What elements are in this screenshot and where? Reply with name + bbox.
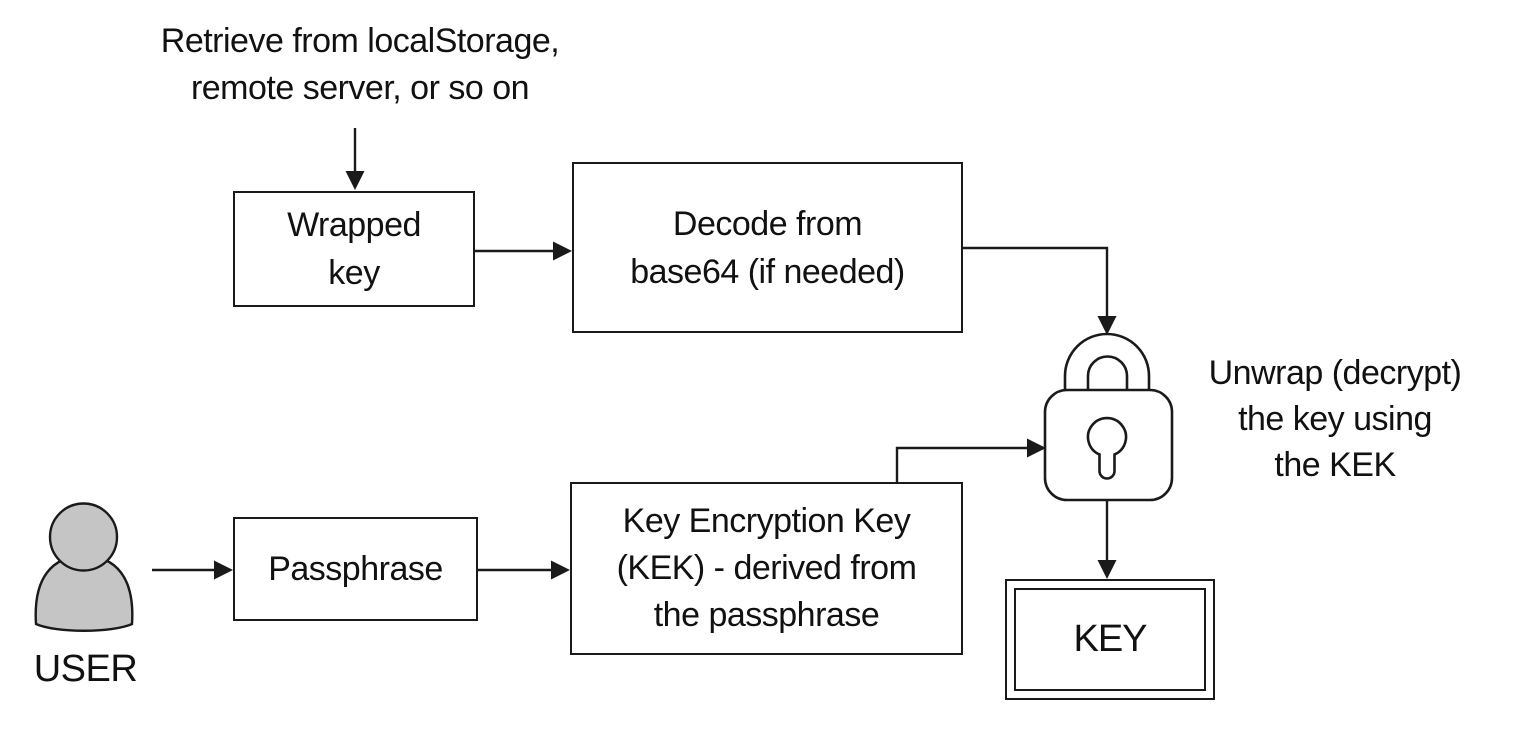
kek-box: Key Encryption Key (KEK) - derived from … — [570, 482, 963, 655]
lock-keyhole — [1086, 416, 1128, 480]
person-icon — [34, 502, 134, 632]
lock-shackle-outer — [1063, 332, 1151, 392]
connector-decode-to-lock — [963, 246, 1109, 318]
passphrase-box: Passphrase — [233, 517, 478, 621]
key-result-box: KEY — [1005, 579, 1215, 700]
user-label: USER — [33, 648, 138, 690]
person-head — [48, 502, 119, 572]
decode-base64-box: Decode from base64 (if needed) — [572, 162, 963, 333]
lock-shackle-inner — [1086, 355, 1129, 392]
person-body — [34, 554, 134, 632]
connector-kek-to-lock — [895, 446, 1030, 482]
unwrap-note: Unwrap (decrypt) the key using the KEK — [1208, 354, 1462, 484]
padlock-icon — [1043, 332, 1174, 502]
key-result-label: KEY — [1014, 588, 1206, 691]
wrapped-key-box: Wrapped key — [233, 191, 475, 307]
retrieve-source-note: Retrieve from localStorage, remote serve… — [160, 22, 560, 107]
arrowheads — [214, 171, 1117, 580]
lock-body — [1043, 388, 1174, 502]
